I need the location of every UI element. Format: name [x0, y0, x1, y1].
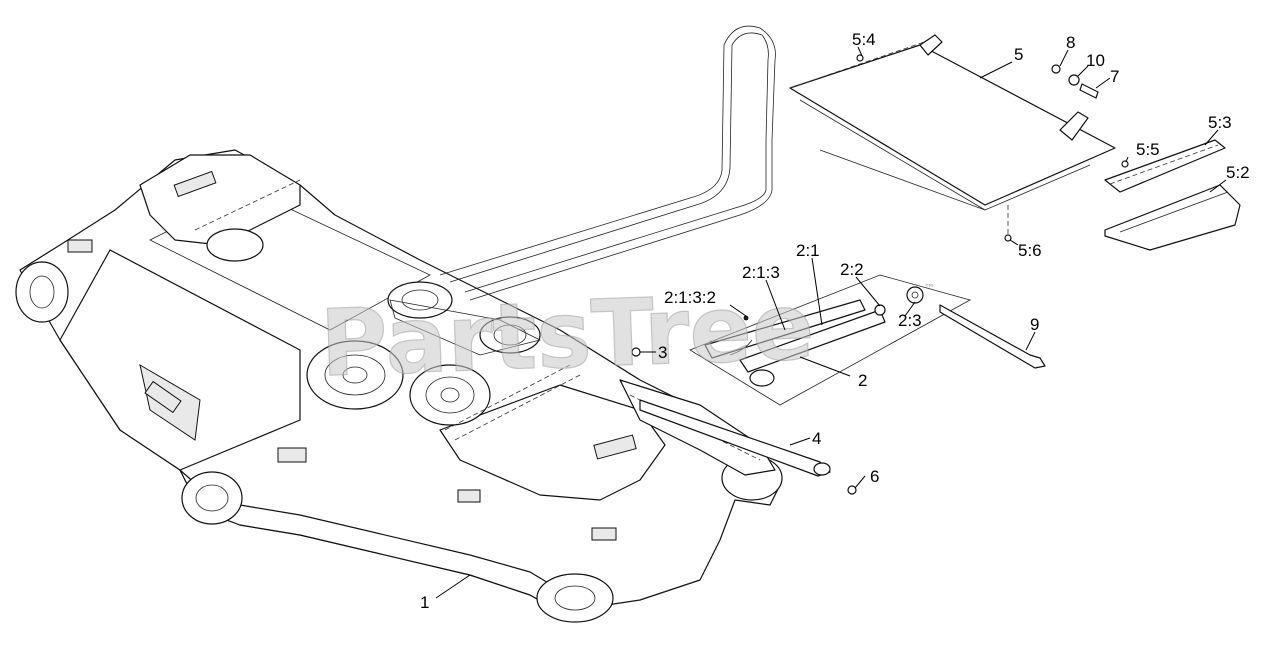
- callout-2-1[interactable]: 2:1: [796, 241, 820, 260]
- callout-5-4[interactable]: 5:4: [852, 30, 876, 49]
- handle-rod[interactable]: [439, 25, 776, 301]
- watermark-trademark: ™: [924, 282, 935, 295]
- nut-6[interactable]: [847, 485, 857, 495]
- bolt-9[interactable]: [939, 304, 1046, 369]
- fastener-5-4[interactable]: [856, 54, 864, 62]
- fastener-5-5[interactable]: [1121, 160, 1129, 168]
- fastener-5-6[interactable]: [1004, 205, 1012, 242]
- callout-5[interactable]: 5: [1014, 45, 1023, 64]
- callout-labels: 5:4 5 8 10 7 5:3 5:5 5:2 5:6 2:1 2:1:3 2…: [420, 30, 1250, 612]
- shield-5-3[interactable]: [1104, 139, 1226, 193]
- nut-2-2[interactable]: [874, 304, 886, 316]
- callout-8[interactable]: 8: [1066, 33, 1075, 52]
- callout-1[interactable]: 1: [420, 593, 429, 612]
- callout-5-6[interactable]: 5:6: [1018, 241, 1042, 260]
- callout-3[interactable]: 3: [658, 343, 667, 362]
- callout-6[interactable]: 6: [870, 467, 879, 486]
- callout-2-1-3-2[interactable]: 2:1:3:2: [664, 288, 716, 307]
- footplate-assembly[interactable]: [789, 34, 1116, 211]
- callout-10[interactable]: 10: [1086, 51, 1105, 70]
- callout-9[interactable]: 9: [1030, 315, 1039, 334]
- shield-5-2[interactable]: [1104, 184, 1241, 251]
- callout-5-2[interactable]: 5:2: [1226, 163, 1250, 182]
- callout-2-2[interactable]: 2:2: [840, 260, 864, 279]
- watermark-text: PartsTree: [318, 273, 815, 397]
- hardware-8-10-7[interactable]: [1051, 64, 1099, 99]
- leader-lines: [435, 46, 1227, 599]
- washer-2-3[interactable]: [906, 286, 924, 304]
- rod-4[interactable]: [639, 399, 831, 477]
- callout-5-3[interactable]: 5:3: [1208, 113, 1232, 132]
- callout-5-5[interactable]: 5:5: [1136, 140, 1160, 159]
- callout-4[interactable]: 4: [812, 429, 821, 448]
- callout-7[interactable]: 7: [1110, 67, 1119, 86]
- callout-2[interactable]: 2: [858, 371, 867, 390]
- callout-2-1-3[interactable]: 2:1:3: [742, 263, 780, 282]
- watermark: PartsTree ™: [318, 273, 935, 398]
- callout-2-3[interactable]: 2:3: [898, 311, 922, 330]
